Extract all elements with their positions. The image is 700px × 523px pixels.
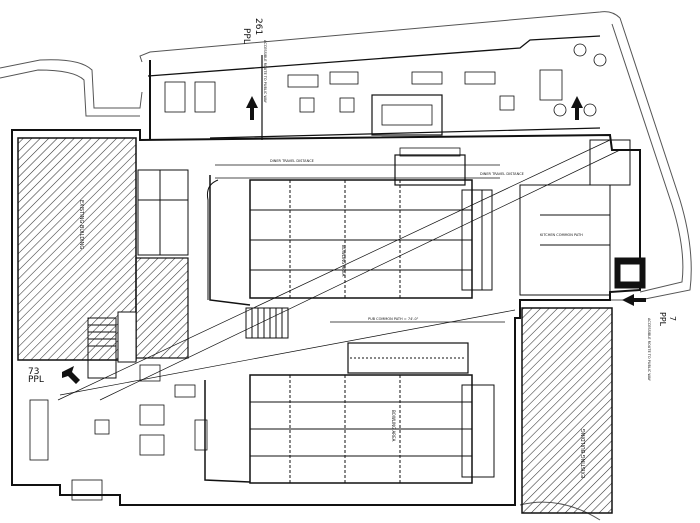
kitchen-common-path-label: KITCHEN COMMON PATH	[540, 233, 583, 237]
exterior-walls	[11, 35, 641, 506]
lower-bowling-lanes: BOWLING AREA	[204, 374, 495, 484]
exit-arrow-right-icon	[622, 294, 646, 306]
lower-left-furniture	[29, 364, 208, 501]
pl-top-label: PPL	[241, 28, 251, 44]
pl-top-number: 261	[253, 18, 263, 35]
travel-distance-lines	[57, 139, 621, 401]
terrace-furniture	[164, 43, 607, 157]
central-bar	[347, 94, 469, 374]
left-block-label: EXISTING BUILDING	[78, 200, 84, 249]
corridor-upper-label: DINER TRAVEL DISTANCE	[270, 159, 314, 163]
pl-right-note: ACCESSIBLE ROUTE TO PUBLIC WAY	[647, 318, 651, 382]
pl-left-label: PPL	[28, 375, 44, 385]
pub-common-path-label: PUB COMMON PATH = 74'-0"	[368, 317, 419, 321]
right-block-label: EXISTING BUILDING	[581, 429, 587, 478]
corridor-upper-label-2: DINER TRAVEL DISTANCE	[480, 172, 524, 176]
upper-lanes-label: BOWLING AREA	[341, 245, 346, 277]
path-of-travel-arrows	[62, 96, 646, 384]
exit-arrow-top-icon	[246, 96, 258, 120]
pl-right-label: PPL	[658, 312, 667, 327]
exit-arrow-top-right-icon	[571, 96, 583, 120]
upper-bowling-lanes: BOWLING AREA	[207, 175, 493, 306]
stairs	[87, 307, 289, 379]
left-existing-building: EXISTING BUILDING	[17, 137, 189, 363]
kitchen-rooms	[137, 139, 646, 296]
lower-lanes-label: BOWLING AREA	[391, 410, 396, 442]
pl-top-note: ACCESSIBLE ROUTE TO PUBLIC WAY	[263, 40, 267, 104]
pl-right-number: 7	[668, 316, 677, 321]
exit-arrow-left-icon	[62, 366, 80, 384]
pl-left-number: 73	[28, 367, 39, 377]
right-existing-building: EXISTING BUILDING	[521, 307, 613, 514]
